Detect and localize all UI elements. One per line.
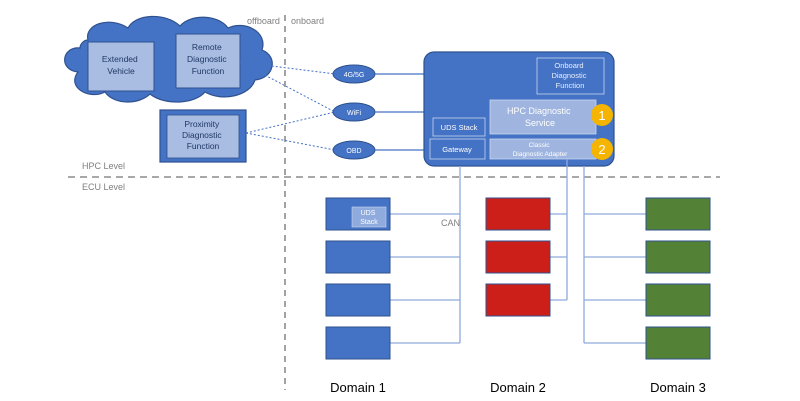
svg-text:Classic Diagnostic Adapt: Classic Diagnostic Adapter: [513, 142, 568, 158]
ecu-uds-stack-box: [351, 206, 387, 228]
wifi-link: WiFi: [332, 102, 376, 122]
classic-adapter-line-2: Diagnostic Adapter: [513, 151, 568, 158]
offboard-links: [239, 61, 336, 151]
onboard-label: onboard: [291, 16, 324, 26]
proximity-line-2: Diagnostic: [182, 130, 222, 140]
badge-1-label: 1: [598, 108, 605, 123]
domain-3-label: Domain 3: [650, 380, 706, 395]
svg-text:Extended Vehicle: Extended Vehicle: [102, 54, 140, 76]
proximity-diagnostic-function-box: Proximity Diagnostic Function: [159, 109, 247, 163]
hpc-level-label: HPC Level: [82, 161, 125, 171]
domain-1-ecu-4: [325, 326, 391, 360]
domain-3-ecu-1: [645, 197, 711, 231]
cellular-link-label: 4G/5G: [344, 72, 365, 79]
domain-1-label: Domain 1: [330, 380, 386, 395]
onboard-diagnostic-function-box: Onboard Diagnostic Function: [536, 57, 605, 95]
ecu-uds-stack-line-2: Stack: [360, 219, 378, 226]
remote-diagnostic-line-2: Diagnostic: [187, 54, 227, 64]
proximity-line-1: Proximity: [184, 119, 220, 129]
remote-diagnostic-function-box: Remote Diagnostic Function: [175, 33, 241, 89]
extended-vehicle-box: Extended Vehicle: [87, 41, 155, 92]
classic-adapter-line-1: Classic: [529, 142, 551, 149]
onboard-diagnostic-line-1: Onboard: [554, 61, 583, 70]
remote-diagnostic-line-3: Function: [192, 66, 225, 76]
svg-text:Remote Diagnostic: Remote Diagnostic Function: [187, 42, 229, 76]
cellular-link: 4G/5G: [332, 64, 376, 84]
remote-diagnostic-line-1: Remote: [192, 42, 222, 52]
obd-link: OBD: [332, 140, 376, 160]
gateway-label: Gateway: [442, 145, 472, 154]
badge-1: 1: [591, 104, 613, 126]
offboard-label: offboard: [247, 16, 280, 26]
ecu-uds-stack-line-1: UDS: [361, 210, 376, 217]
domain-3-ecu-4: [645, 326, 711, 360]
domain-2-label: Domain 2: [490, 380, 546, 395]
uds-stack-hpc-label: UDS Stack: [441, 123, 478, 132]
svg-text:Proximity Diagnostic: Proximity Diagnostic Function: [182, 119, 224, 151]
proximity-line-3: Function: [187, 141, 220, 151]
svg-text:HPC Diagnostic Service: HPC Diagnostic Service: [507, 106, 573, 128]
domain-3-ecu-3: [645, 283, 711, 317]
hpc-diagnostic-service-box: HPC Diagnostic Service: [489, 99, 597, 135]
uds-stack-hpc-box: UDS Stack: [432, 117, 486, 137]
domain-2-ecu-1: [485, 197, 551, 231]
obd-link-label: OBD: [346, 148, 361, 155]
onboard-diagnostic-line-3: Function: [556, 81, 585, 90]
hpc-service-line-2: Service: [525, 118, 555, 128]
domain-2-ecu-3: [485, 283, 551, 317]
hpc-service-line-1: HPC Diagnostic: [507, 106, 571, 116]
domain-3-ecus: [645, 197, 711, 360]
svg-text:UDS Stack: UDS Stack: [360, 210, 378, 226]
domain-3-ecu-2: [645, 240, 711, 274]
can-label: CAN: [441, 218, 460, 228]
onboard-diagnostic-line-2: Diagnostic: [551, 71, 586, 80]
domain-1-ecu-3: [325, 283, 391, 317]
gateway-box: Gateway: [429, 138, 486, 160]
classic-diagnostic-adapter-box: Classic Diagnostic Adapter: [489, 138, 597, 160]
wifi-link-label: WiFi: [347, 110, 361, 117]
badge-2-label: 2: [598, 142, 605, 157]
domain-2-ecus: [485, 197, 551, 317]
domain-2-ecu-2: [485, 240, 551, 274]
badge-2: 2: [591, 138, 613, 160]
extended-vehicle-line-1: Extended: [102, 54, 138, 64]
link-connectors: [375, 73, 430, 151]
ecu-level-label: ECU Level: [82, 182, 125, 192]
can-bus-lines: [390, 159, 646, 344]
extended-vehicle-line-2: Vehicle: [107, 66, 135, 76]
svg-text:Onboard Diagnostic: Onboard Diagnostic Function: [551, 61, 588, 90]
domain-1-ecus: UDS Stack: [325, 197, 391, 360]
domain-1-ecu-2: [325, 240, 391, 274]
